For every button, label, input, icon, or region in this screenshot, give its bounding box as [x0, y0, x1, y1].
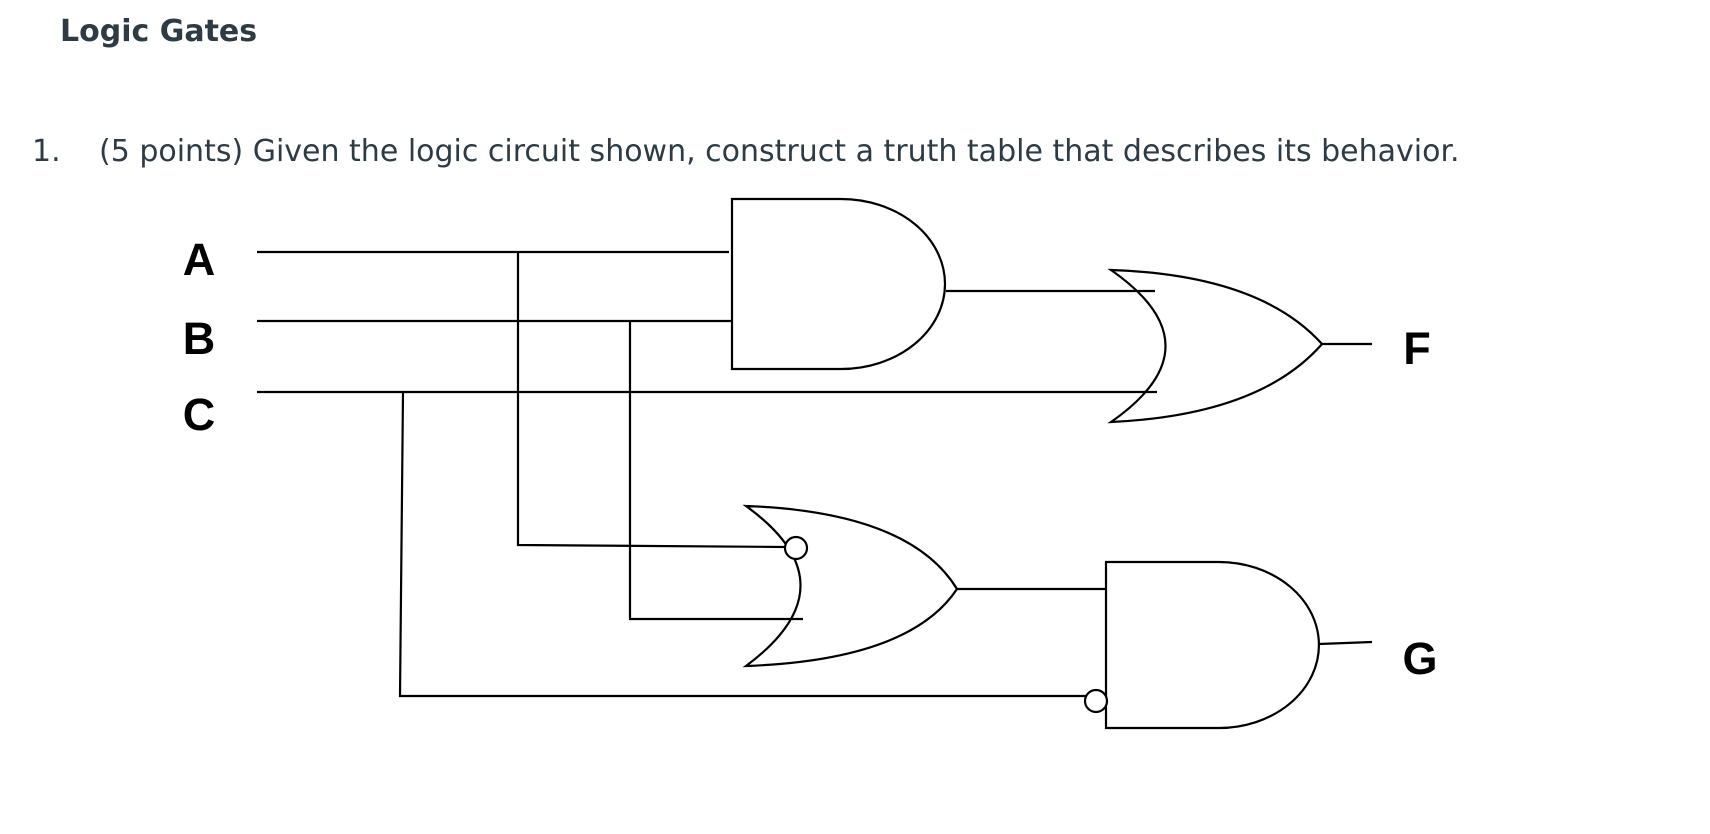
question-number: 1.	[32, 134, 61, 169]
output-label-f: F	[1403, 323, 1431, 374]
section-heading: Logic Gates	[60, 14, 258, 49]
and-gate-g	[1104, 560, 1321, 730]
wire-b-to-or-gate-2	[628, 321, 803, 621]
and-gate-1	[730, 197, 947, 371]
input-label-c: C	[183, 389, 216, 440]
not-c-bubble	[1083, 688, 1109, 714]
or-gate-f	[1107, 268, 1324, 424]
question-1: 1. (5 points) Given the logic circuit sho…	[32, 132, 1460, 172]
input-label-a: A	[183, 234, 216, 285]
or-gate-2	[742, 504, 959, 668]
wire-output-g	[1318, 640, 1373, 646]
wire-c-to-and-gate-g	[398, 391, 1088, 698]
output-label-g: G	[1402, 633, 1437, 684]
not-a-bubble	[783, 535, 809, 561]
input-label-b: B	[183, 313, 216, 364]
question-text: (5 points) Given the logic circuit shown…	[99, 134, 1460, 169]
wire-a-to-or-gate-2	[516, 252, 786, 549]
